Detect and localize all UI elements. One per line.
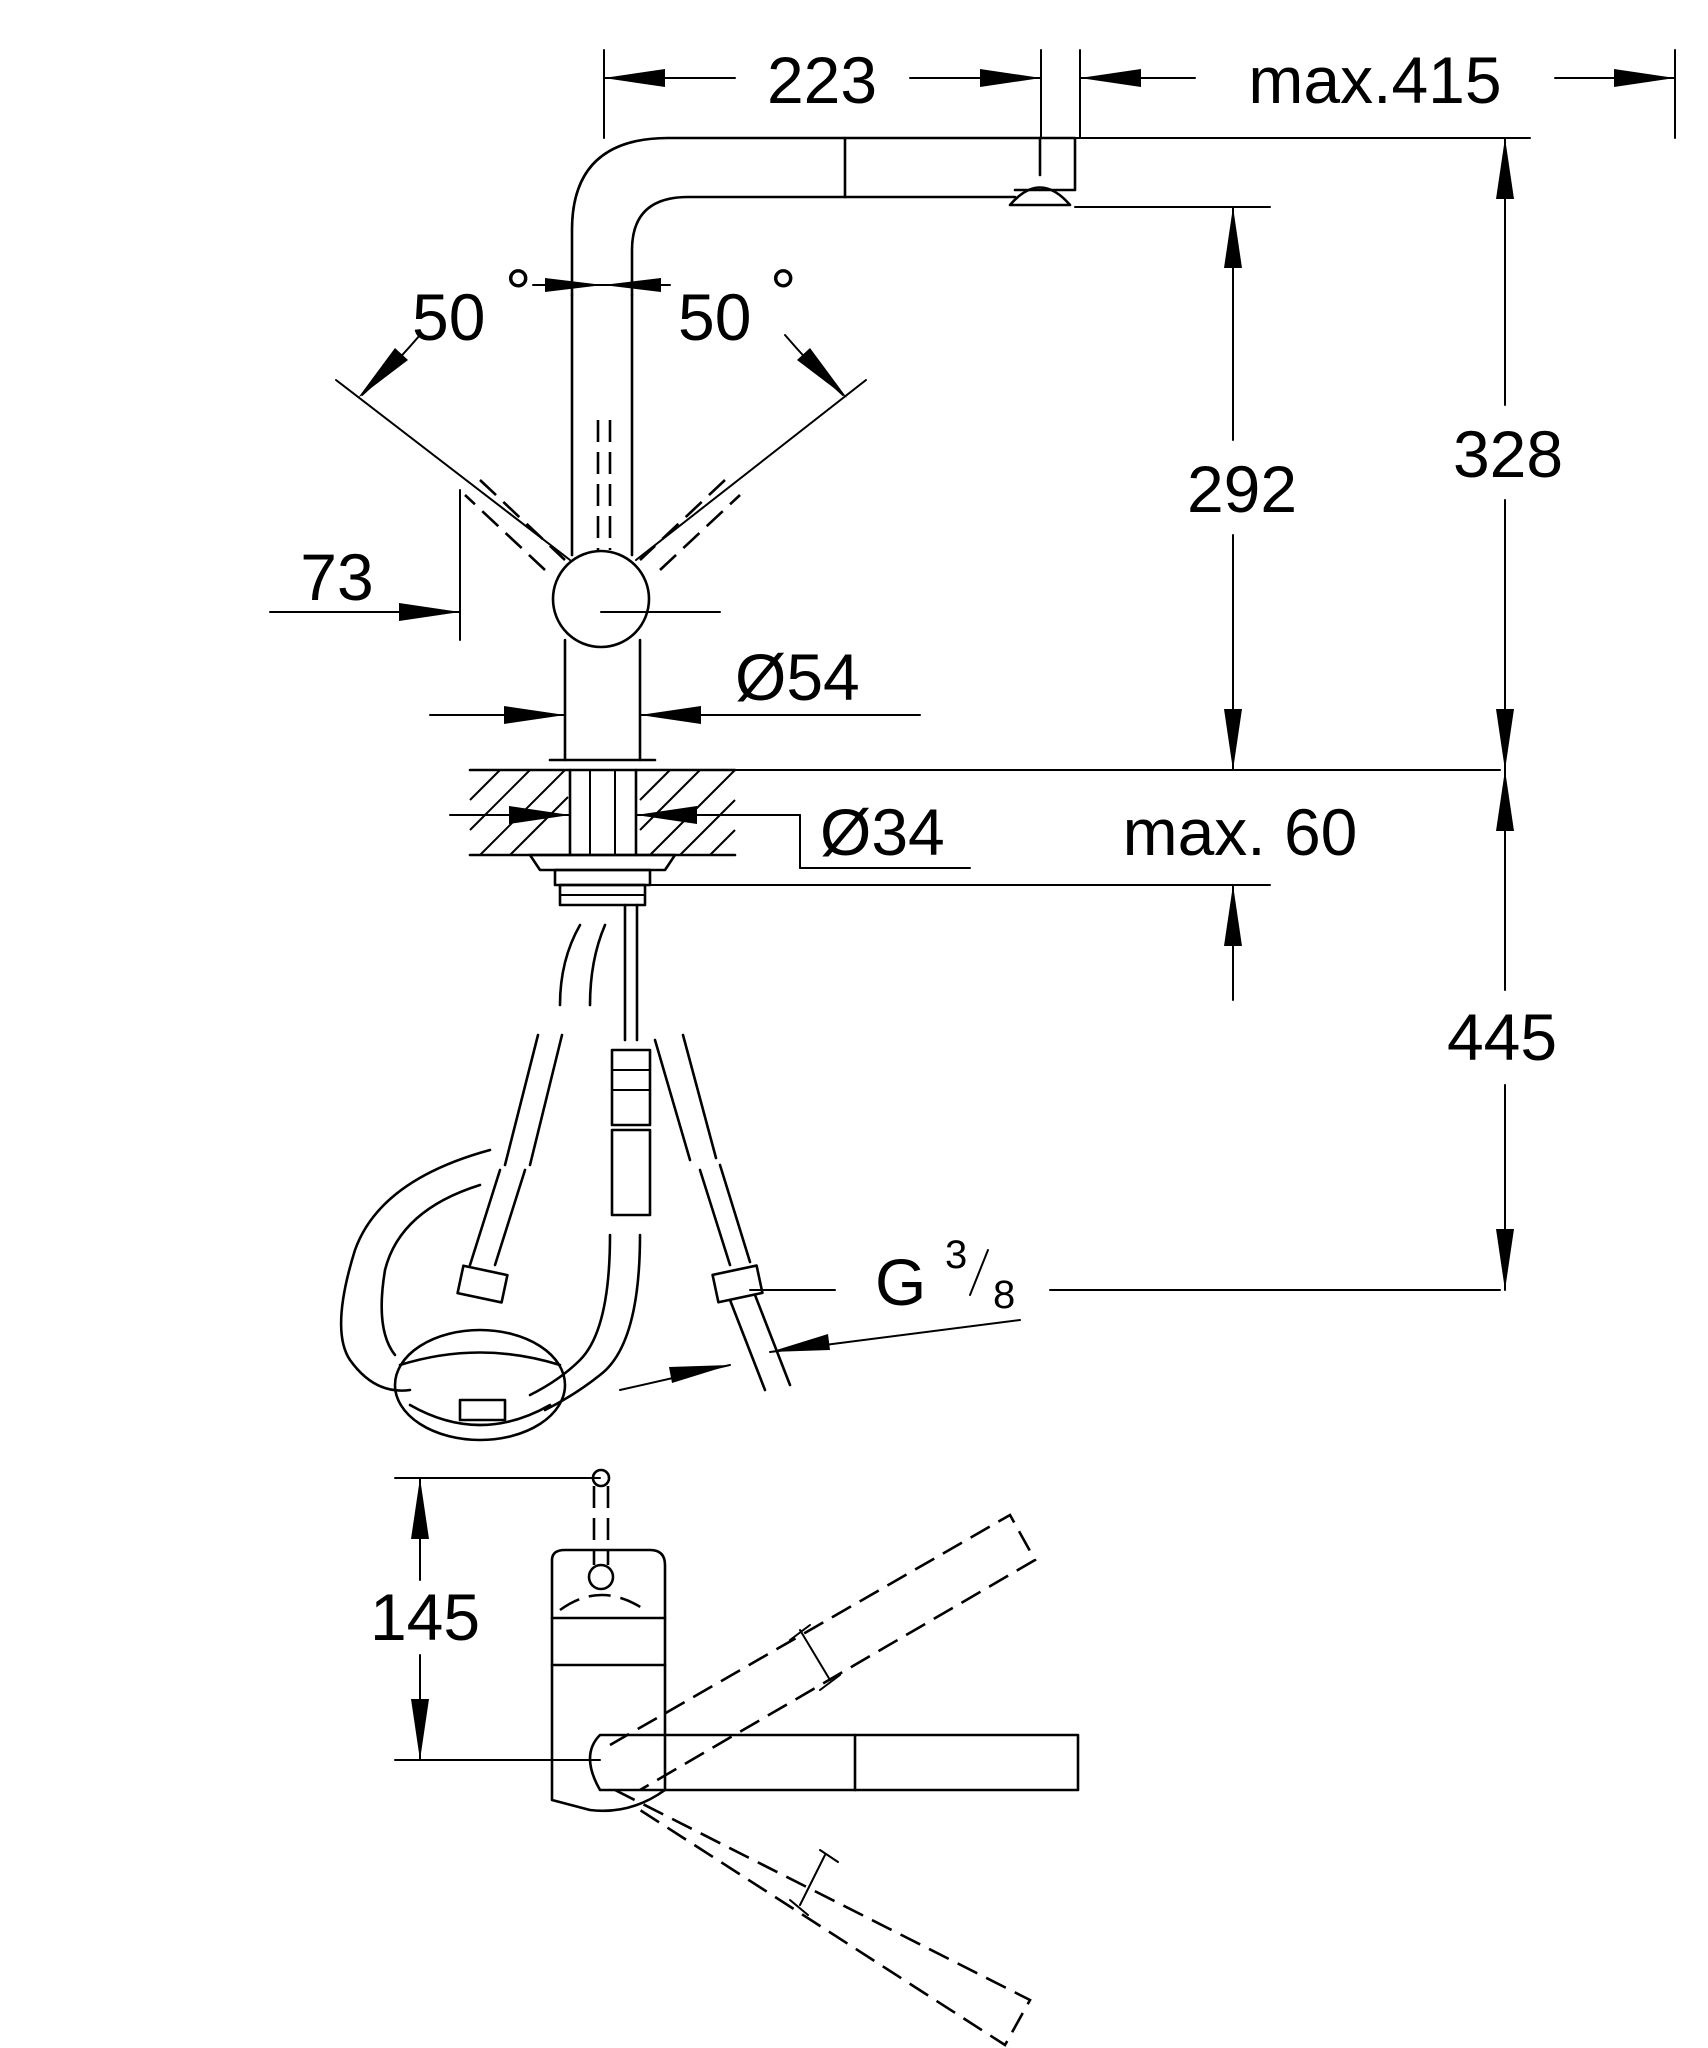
- deck-hatching: [469, 769, 736, 856]
- hole-diameter-label: Ø34: [820, 795, 945, 869]
- lever-offset-label: 73: [300, 540, 373, 614]
- dimension-labels: 223 max.415 50 ° 50 ° 292 328 73 Ø54 Ø34…: [300, 43, 1563, 1654]
- body-diameter-label: Ø54: [735, 640, 860, 714]
- angle-left-label: 50: [412, 280, 485, 354]
- spout-height-label: 292: [1187, 452, 1297, 526]
- pullout-label: max.415: [1248, 43, 1501, 117]
- total-height-label: 328: [1453, 417, 1563, 491]
- angle-left-degree: °: [505, 255, 531, 329]
- top-view-depth-label: 145: [370, 1580, 480, 1654]
- faucet-top-view: [394, 1468, 1080, 2047]
- dimension-lines: [269, 49, 1676, 1391]
- reach-label: 223: [767, 43, 877, 117]
- connection-denominator: 8: [993, 1273, 1015, 1317]
- connection-numerator: 3: [945, 1233, 967, 1277]
- deck-thickness-label: max. 60: [1123, 795, 1358, 869]
- connection-fraction-bar: [969, 1249, 989, 1296]
- connection-g-label: G: [875, 1245, 926, 1319]
- angle-right-degree: °: [770, 255, 796, 329]
- below-deck-label: 445: [1447, 1000, 1557, 1074]
- angle-right-label: 50: [678, 280, 751, 354]
- faucet-side-view: [339, 136, 1077, 1442]
